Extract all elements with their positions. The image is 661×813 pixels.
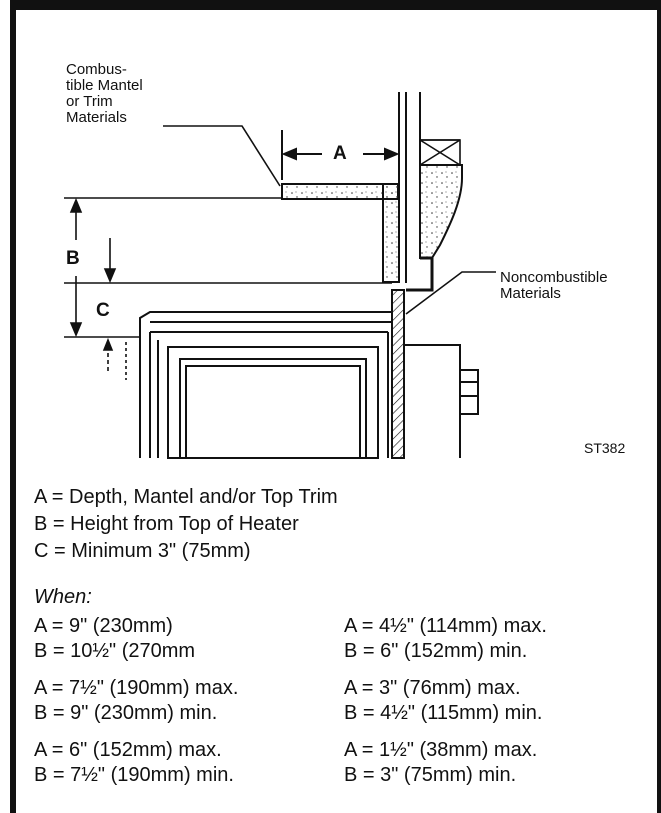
dimension-a-label: A: [333, 143, 347, 164]
callout-leaders: [163, 125, 496, 315]
callout-line: Noncombustible: [500, 269, 608, 286]
pair-a: A = 9" (230mm): [34, 615, 173, 637]
clearance-pair: A = 9" (230mm) B = 10½" (270mm: [34, 614, 334, 664]
pair-b: B = 6" (152mm) min.: [344, 640, 528, 662]
pair-b: B = 3" (75mm) min.: [344, 764, 517, 786]
dimension-c-label: C: [96, 300, 110, 321]
pair-a: A = 1½" (38mm) max.: [344, 739, 538, 761]
noncombustible-strip: [391, 289, 405, 459]
dimension-b-label: B: [66, 248, 80, 269]
pair-a: A = 4½" (114mm) max.: [344, 615, 547, 637]
dimension-legend: A = Depth, Mantel and/or Top Trim B = He…: [34, 484, 338, 565]
callout-line: Materials: [66, 109, 127, 126]
frame-right-border: [657, 0, 661, 813]
wall-stud: [419, 139, 461, 166]
noncombustible-materials-callout: Noncombustible Materials: [500, 270, 608, 302]
figure-code: ST382: [584, 440, 626, 456]
pair-a: A = 6" (152mm) max.: [34, 739, 222, 761]
pair-a: A = 3" (76mm) max.: [344, 677, 521, 699]
heater: [139, 311, 392, 459]
pair-b: B = 10½" (270mm: [34, 640, 196, 662]
clearance-pair: A = 1½" (38mm) max. B = 3" (75mm) min.: [344, 738, 644, 788]
heater-side: [404, 344, 479, 458]
when-label: When:: [34, 586, 92, 608]
frame-top-border: [10, 0, 661, 10]
wall: [398, 92, 421, 283]
callout-line: tible Mantel: [66, 77, 143, 94]
clearance-pair: A = 7½" (190mm) max. B = 9" (230mm) min.: [34, 676, 334, 726]
pair-b: B = 4½" (115mm) min.: [344, 702, 543, 724]
pair-b: B = 9" (230mm) min.: [34, 702, 218, 724]
clearance-pair: A = 3" (76mm) max. B = 4½" (115mm) min.: [344, 676, 644, 726]
mantel-corbel: [406, 164, 463, 292]
legend-item: C = Minimum 3" (75mm): [34, 540, 251, 562]
callout-line: or Trim: [66, 93, 113, 110]
pair-a: A = 7½" (190mm) max.: [34, 677, 239, 699]
mantel-shelf: [281, 183, 400, 283]
clearance-pair: A = 6" (152mm) max. B = 7½" (190mm) min.: [34, 738, 334, 788]
legend-item: A = Depth, Mantel and/or Top Trim: [34, 486, 338, 508]
legend-item: B = Height from Top of Heater: [34, 513, 299, 535]
frame-left-border: [10, 0, 16, 813]
clearance-pair: A = 4½" (114mm) max. B = 6" (152mm) min.: [344, 614, 644, 664]
callout-line: Materials: [500, 285, 561, 302]
combustible-materials-callout: Combus- tible Mantel or Trim Materials: [66, 62, 143, 126]
pair-b: B = 7½" (190mm) min.: [34, 764, 234, 786]
callout-line: Combus-: [66, 61, 127, 78]
dimension-b-c: [64, 197, 392, 380]
dimension-a: [281, 130, 400, 180]
